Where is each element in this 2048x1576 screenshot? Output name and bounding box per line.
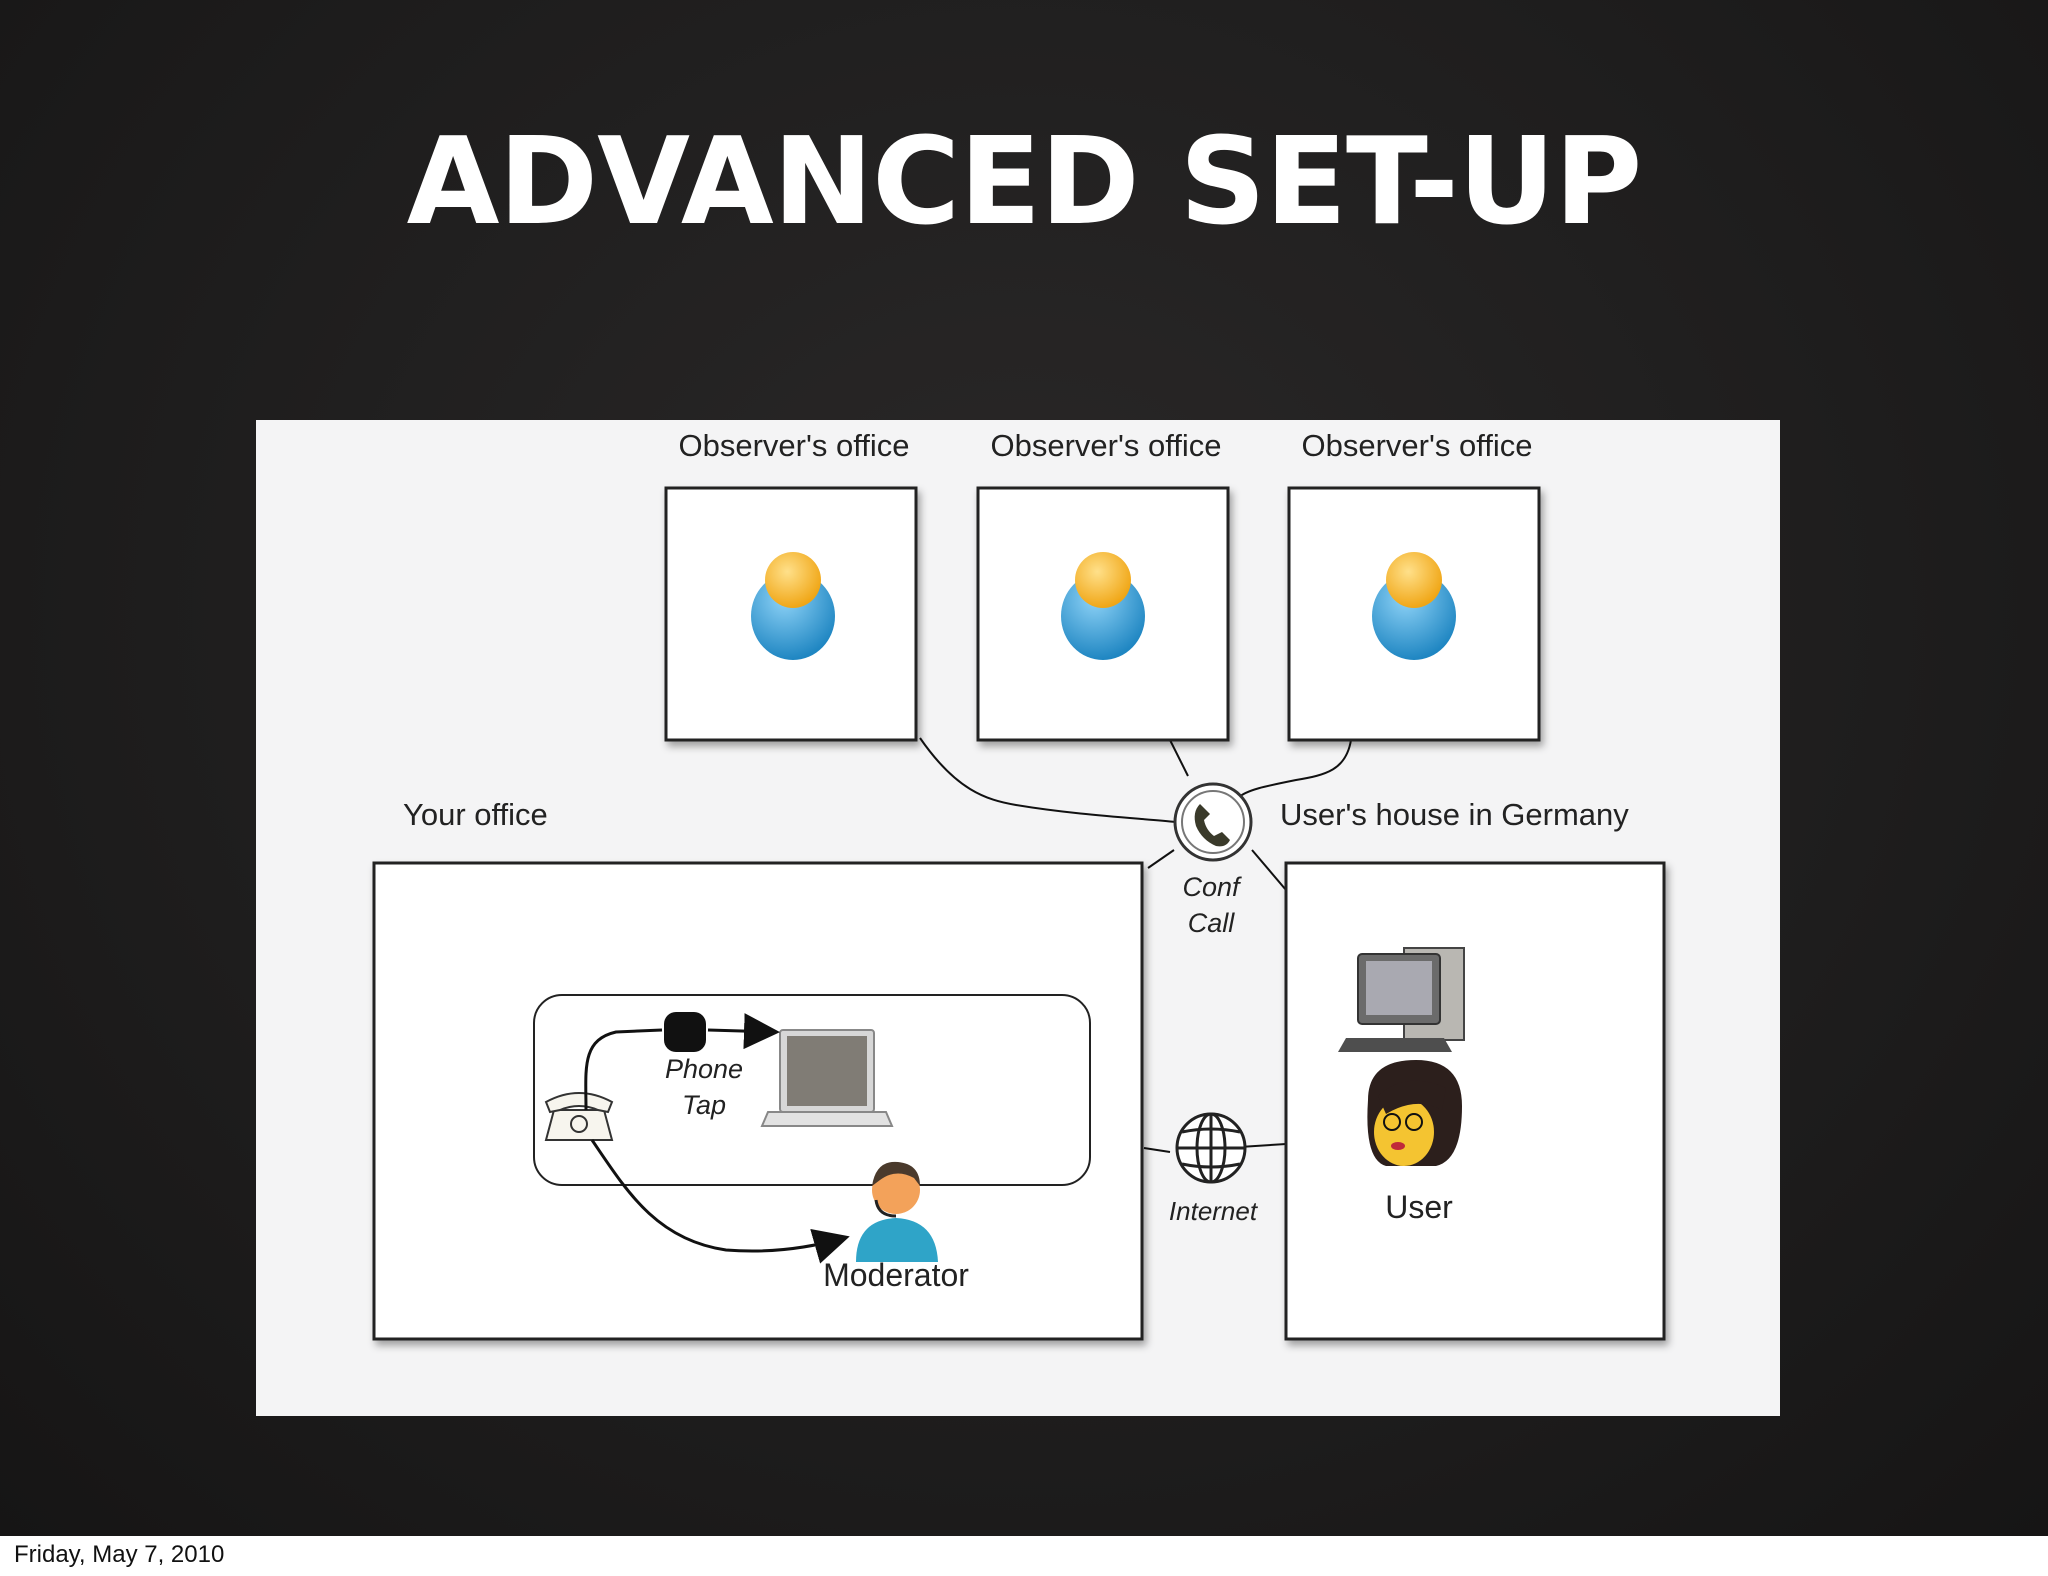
observer-office-3: Observer's office	[1287, 428, 1541, 742]
connection-lines	[919, 737, 1352, 1153]
phone-to-moderator-arrow	[590, 1139, 850, 1264]
observer-person-icon	[1061, 552, 1145, 660]
phone-handset-icon	[1194, 804, 1230, 847]
conf-call-label-line2: Call	[1188, 908, 1236, 938]
laptop-icon	[760, 1029, 894, 1127]
telephone-icon	[544, 1092, 614, 1141]
phone-tap-label-line1: Phone	[665, 1054, 743, 1084]
slide-title: ADVANCED SET-UP	[406, 113, 1643, 252]
footer-date: Friday, May 7, 2010	[14, 1541, 225, 1568]
your-office: Your office Phone Tap	[372, 797, 1144, 1341]
user-house-label: User's house in Germany	[1280, 797, 1629, 832]
observer-office-2: Observer's office	[976, 428, 1230, 742]
globe-icon	[1175, 1112, 1247, 1184]
moderator-label: Moderator	[823, 1257, 969, 1293]
phone-tap-device-icon	[664, 1012, 706, 1052]
observer-office-1: Observer's office	[664, 428, 918, 742]
user-label: User	[1385, 1189, 1453, 1225]
user-house: User's house in Germany User	[1280, 797, 1666, 1341]
phone-to-tap-arrow	[584, 1028, 663, 1111]
conf-call-label-line1: Conf	[1182, 872, 1242, 902]
conf-call-node	[1173, 782, 1253, 862]
observer-office-label: Observer's office	[1301, 428, 1532, 463]
moderator-icon	[856, 1161, 938, 1262]
desktop-computer-icon	[1338, 947, 1465, 1052]
observer-office-label: Observer's office	[678, 428, 909, 463]
slide-background: ADVANCED SET-UP	[0, 0, 2048, 1536]
your-office-label: Your office	[403, 797, 548, 832]
observer-person-icon	[751, 552, 835, 660]
phone-tap-label-line2: Tap	[682, 1090, 726, 1120]
phone-tap-setup-box	[533, 994, 1091, 1186]
user-avatar-icon	[1367, 1060, 1462, 1166]
internet-label: Internet	[1169, 1196, 1259, 1226]
observer-person-icon	[1372, 552, 1456, 660]
setup-diagram: Observer's office Observer's office Obse…	[256, 420, 1780, 1416]
tap-to-laptop-arrow	[707, 1013, 780, 1050]
observer-office-label: Observer's office	[990, 428, 1221, 463]
